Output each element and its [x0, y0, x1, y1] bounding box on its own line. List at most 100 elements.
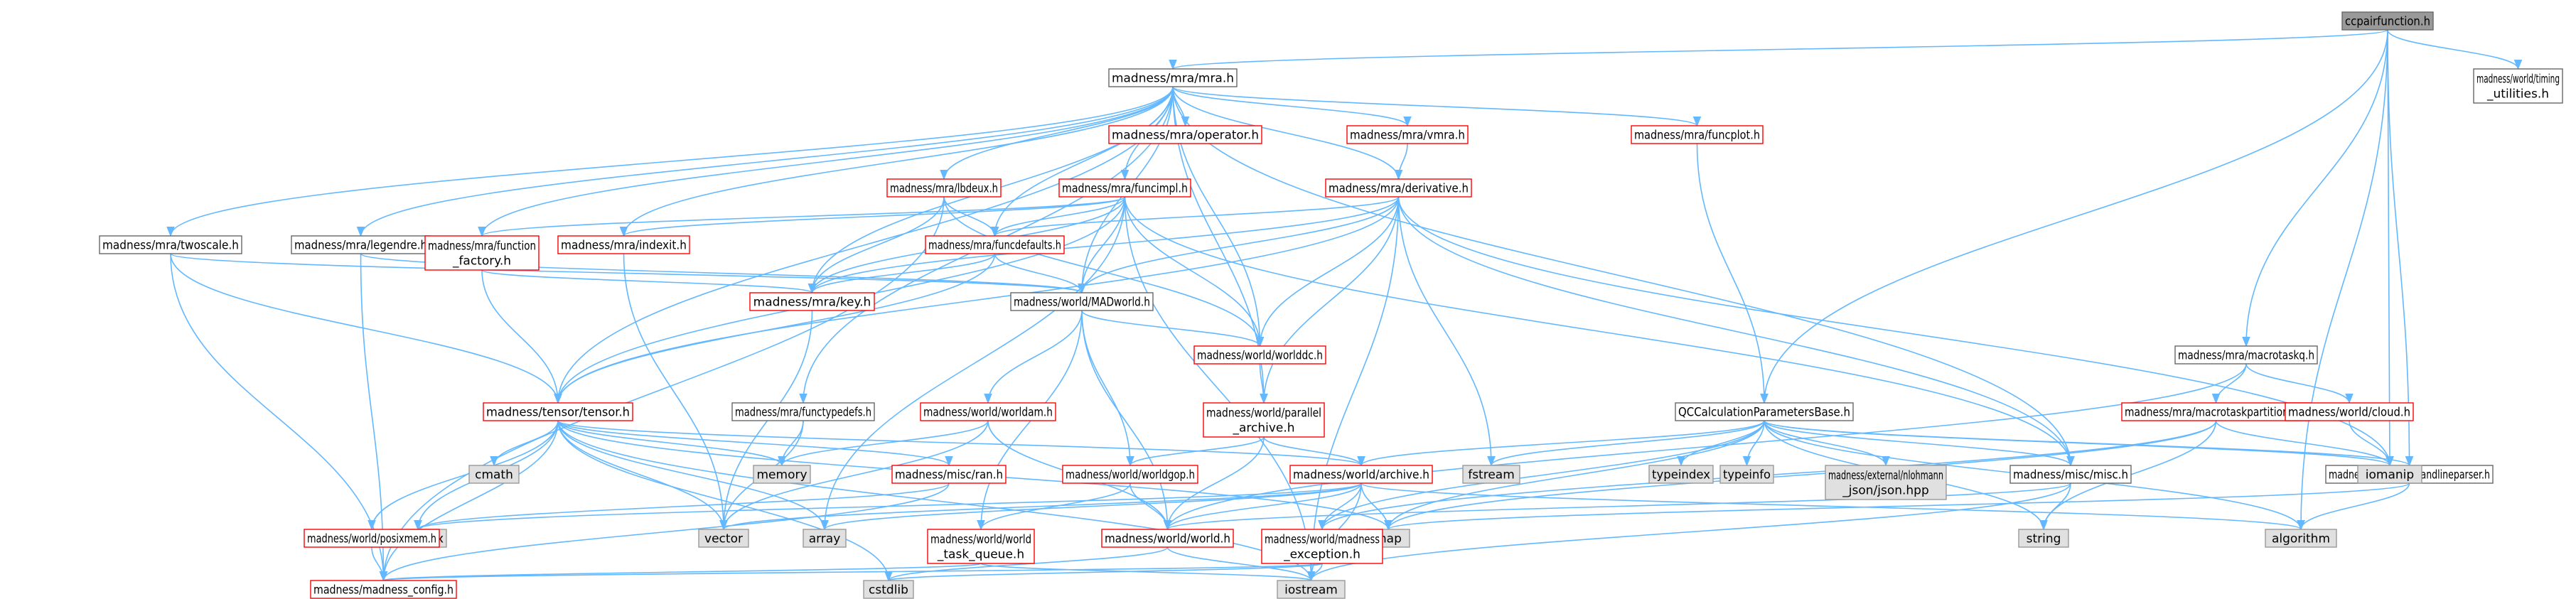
edge-mra-to-twoscale: [166, 86, 1174, 237]
node-label-algorithm-0: algorithm: [2272, 532, 2330, 546]
node-label-timing-0: madness/world/timing: [2476, 72, 2560, 87]
edge-world-to-iostream: [1166, 546, 1316, 582]
node-ran[interactable]: madness/misc/ran.h: [891, 465, 1007, 484]
node-box-archive: [1289, 465, 1433, 484]
edge-lbdeux-to-worlddc: [943, 196, 1265, 347]
node-madconfig[interactable]: madness/madness_config.h: [310, 580, 457, 599]
node-worldgop[interactable]: madness/world/worldgop.h: [1062, 465, 1198, 484]
edge-worlddc-to-parallelarchive: [1259, 363, 1268, 404]
node-label-vmra-0: madness/mra/vmra.h: [1350, 129, 1465, 143]
node-madworld[interactable]: madness/world/MADworld.h: [1010, 292, 1154, 311]
node-array: array: [803, 529, 847, 548]
node-tensor[interactable]: madness/tensor/tensor.h: [483, 402, 633, 421]
edge-derivative-to-fstream: [1397, 196, 1496, 467]
node-world[interactable]: madness/world/world.h: [1101, 529, 1234, 548]
node-twoscale[interactable]: madness/mra/twoscale.h: [99, 235, 242, 254]
node-box-string: [2018, 529, 2069, 548]
edge-worldam-to-memory: [778, 420, 989, 467]
edge-derivative-to-madworld: [1078, 196, 1400, 294]
edge-mra-to-derivative: [1172, 86, 1403, 180]
node-label-typeindex-0: typeindex: [1652, 468, 1710, 482]
node-posixmem[interactable]: madness/world/posixmem.h: [304, 529, 440, 548]
node-qccalc[interactable]: QCCalculationParametersBase.h: [1675, 402, 1854, 421]
node-funcimpl[interactable]: madness/mra/funcimpl.h: [1058, 178, 1191, 198]
node-label-madconfig-0: madness/madness_config.h: [313, 583, 454, 598]
node-box-tensor: [483, 402, 633, 421]
node-mtpartitioner[interactable]: madness/mra/macrotaskpartitioner.h: [2121, 402, 2311, 421]
node-vmra[interactable]: madness/mra/vmra.h: [1346, 125, 1469, 144]
node-worldam[interactable]: madness/world/worldam.h: [920, 402, 1056, 421]
edge-tensor-to-madconfig: [379, 420, 559, 582]
node-label-array-0: array: [809, 532, 841, 546]
node-mra[interactable]: madness/mra/mra.h: [1108, 68, 1238, 87]
node-label-tensor-0: madness/tensor/tensor.h: [486, 406, 630, 420]
edge-ccpairfunction-to-algorithm: [2297, 29, 2388, 531]
edge-funcimpl-to-misc: [1124, 196, 2075, 467]
node-box-madworld: [1010, 292, 1154, 311]
node-typeinfo: typeinfo: [1719, 465, 1774, 484]
edge-cloud-to-iomanip: [2349, 420, 2394, 467]
node-label-worldgop-0: madness/world/worldgop.h: [1066, 468, 1195, 482]
node-label-madexception-1: _exception.h: [1283, 548, 1361, 562]
edge-ccpairfunction-to-timing: [2387, 29, 2523, 70]
node-funcfactory[interactable]: madness/mra/function_factory.h: [424, 235, 540, 271]
node-box-functypedefs: [731, 402, 875, 421]
edge-archive-to-array: [820, 482, 1362, 531]
node-fstream: fstream: [1462, 465, 1520, 484]
node-archive[interactable]: madness/world/archive.h: [1289, 465, 1433, 484]
node-indexit[interactable]: madness/mra/indexit.h: [557, 235, 690, 254]
node-label-funcfactory-0: madness/mra/function: [428, 239, 536, 254]
node-label-json-1: _json/json.hpp: [1842, 484, 1929, 498]
node-label-cstdlib-0: cstdlib: [869, 583, 908, 598]
node-box-macrotaskq: [2174, 345, 2318, 365]
edge-funcimpl-to-worlddc: [1124, 196, 1265, 347]
node-box-funcfactory: [424, 235, 540, 271]
edge-tensor-to-posixmem: [367, 420, 559, 531]
node-misc[interactable]: madness/misc/misc.h: [2009, 465, 2132, 484]
edge-madworld-to-worlddc: [1081, 310, 1265, 347]
edge-archive-to-algorithm: [1361, 482, 2305, 531]
node-box-typeindex: [1648, 465, 1714, 484]
edge-mtpartitioner-to-map: [1384, 420, 2217, 531]
node-iomanip: iomanip: [2357, 465, 2422, 484]
edge-derivative-to-funcdefaults: [991, 196, 1400, 237]
node-timing[interactable]: madness/world/timing_utilities.h: [2473, 68, 2563, 104]
edge-tensor-to-cstdlib: [557, 420, 893, 582]
edge-ran-to-complex: [414, 482, 950, 531]
node-operator[interactable]: madness/mra/operator.h: [1108, 125, 1262, 144]
node-macrotaskq[interactable]: madness/mra/macrotaskq.h: [2174, 345, 2318, 365]
node-box-vector: [698, 529, 749, 548]
node-box-timing: [2473, 68, 2563, 104]
node-box-indexit: [557, 235, 690, 254]
node-key[interactable]: madness/mra/key.h: [749, 292, 875, 311]
edge-qccalc-to-archive: [1357, 420, 1765, 467]
node-funcdefaults[interactable]: madness/mra/funcdefaults.h: [925, 235, 1065, 254]
edge-worldtaskqueue-to-madconfig: [380, 563, 982, 582]
node-madexception[interactable]: madness/world/madness_exception.h: [1261, 529, 1383, 564]
edge-macrotaskq-to-world: [1163, 363, 2247, 531]
node-ccpairfunction[interactable]: ccpairfunction.h: [2341, 11, 2434, 31]
node-worldtaskqueue[interactable]: madness/world/world_task_queue.h: [927, 529, 1035, 564]
node-vector: vector: [698, 529, 749, 548]
node-label-madexception-0: madness/world/madness: [1265, 533, 1380, 547]
edge-funcplot-to-qccalc: [1696, 143, 1769, 404]
edge-funcfactory-to-tensor: [481, 269, 562, 404]
edge-derivative-to-parallelarchive: [1260, 196, 1400, 404]
edge-cmdline-to-algorithm: [2297, 482, 2410, 531]
node-cloud[interactable]: madness/world/cloud.h: [2285, 402, 2414, 421]
node-functypedefs[interactable]: madness/mra/functypedefs.h: [731, 402, 875, 421]
node-derivative[interactable]: madness/mra/derivative.h: [1325, 178, 1472, 198]
node-label-key-0: madness/mra/key.h: [753, 296, 871, 310]
node-funcplot[interactable]: madness/mra/funcplot.h: [1631, 125, 1764, 144]
node-legendre[interactable]: madness/mra/legendre.h: [291, 235, 431, 254]
edge-funcdefaults-to-tensor: [554, 253, 996, 404]
edge-funcimpl-to-funcfactory: [478, 196, 1126, 237]
node-parallelarchive[interactable]: madness/world/parallel_archive.h: [1203, 402, 1325, 438]
node-box-world: [1101, 529, 1234, 548]
edge-legendre-to-madconfig: [360, 253, 388, 582]
node-box-twoscale: [99, 235, 242, 254]
node-box-worlddc: [1193, 345, 1326, 365]
node-lbdeux[interactable]: madness/mra/lbdeux.h: [886, 178, 1002, 198]
node-box-iomanip: [2357, 465, 2422, 484]
node-worlddc[interactable]: madness/world/worlddc.h: [1193, 345, 1326, 365]
